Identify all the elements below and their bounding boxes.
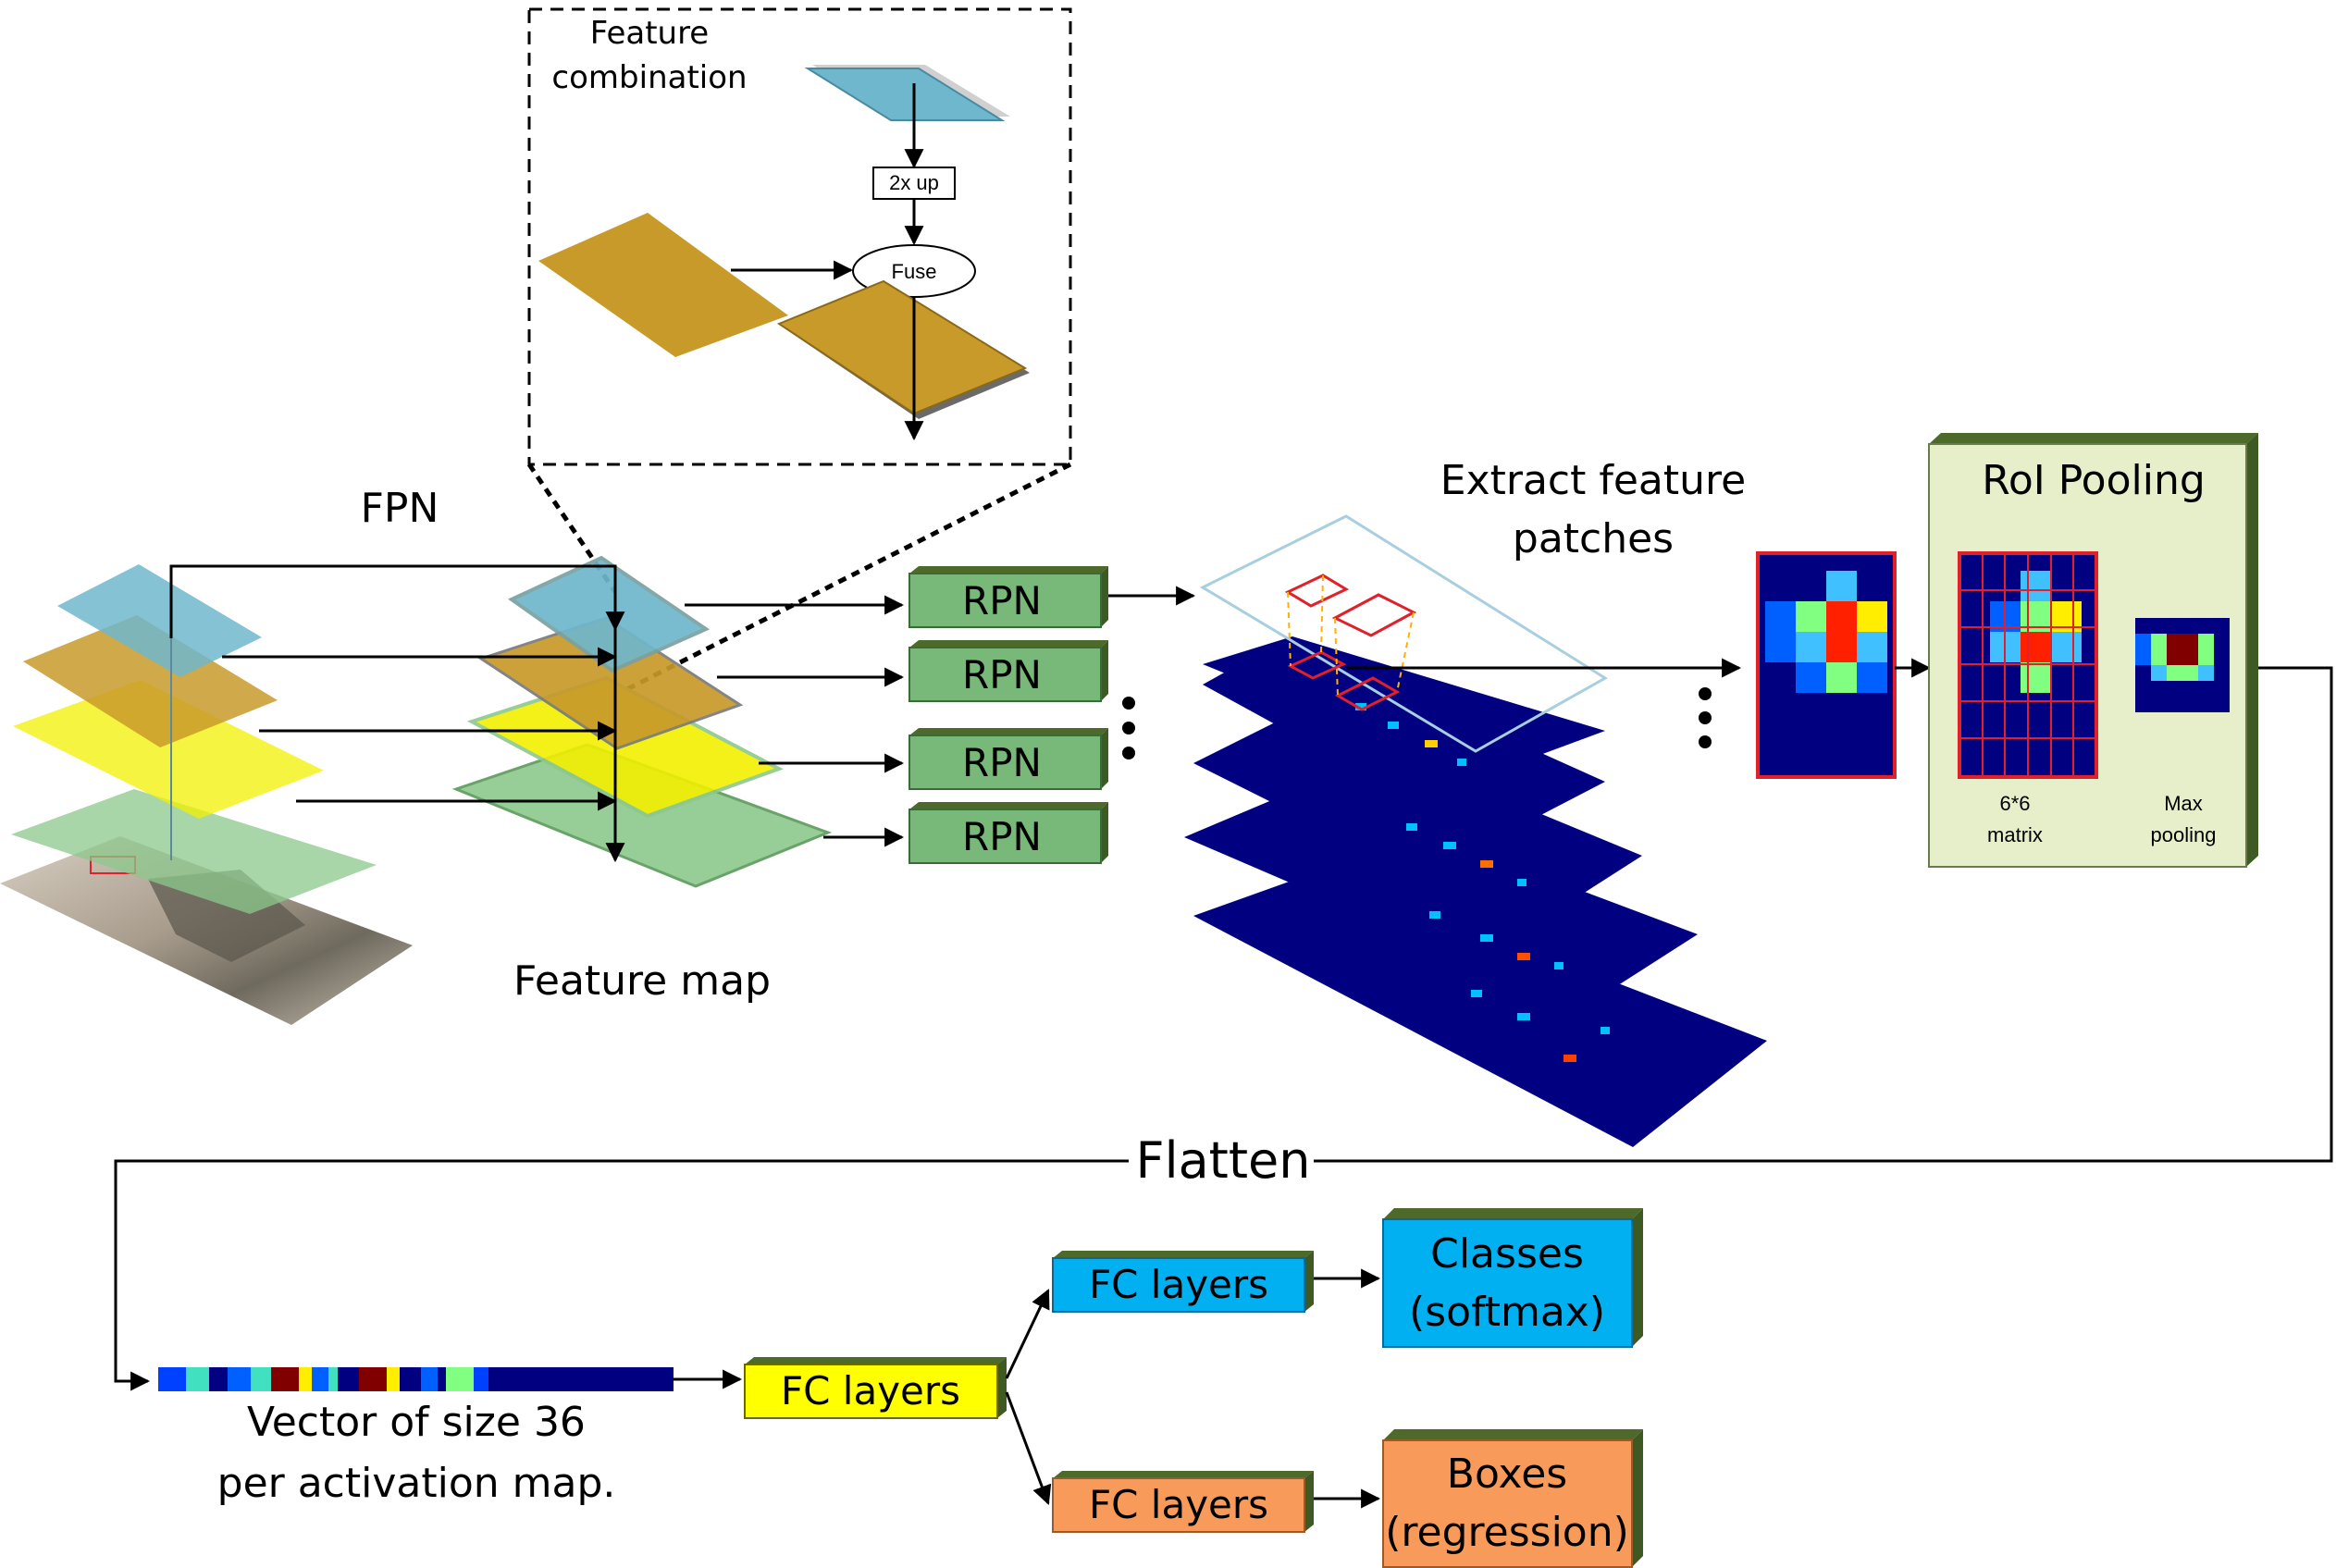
zoom-line-left <box>526 463 618 594</box>
patch-ellipsis-dot-3 <box>1699 735 1712 748</box>
fc-main-box: FC layers <box>744 1357 1007 1419</box>
activation-map-4 <box>1193 870 1767 1147</box>
patch-ellipsis-dot-2 <box>1699 711 1712 724</box>
max-pooling-grid <box>2135 618 2230 712</box>
classes-box: Classes (softmax) <box>1382 1208 1643 1348</box>
roi-pooling-block: RoI Pooling 6*6 matrix <box>1928 433 2258 868</box>
pyramid-gold-layer <box>23 615 278 747</box>
classes-label-line1: Classes <box>1430 1230 1584 1278</box>
arrow-fc-to-bottom-branch <box>1005 1391 1052 1505</box>
inset-gold-lateral-layer <box>538 213 788 357</box>
pool-label-line1: Max <box>2164 792 2203 815</box>
rpn-ellipsis-dot-1 <box>1122 697 1135 710</box>
extract-label-line1: Extract feature <box>1440 457 1746 504</box>
patch-drop-lines <box>1287 574 1415 697</box>
matrix-label-line2: matrix <box>1987 823 2043 846</box>
activation-map-2 <box>1193 712 1642 930</box>
flattened-vector <box>158 1367 674 1391</box>
feature-combination-inset: Feature combination 2x up Fuse <box>526 7 1072 695</box>
zoom-line-right <box>620 462 1072 695</box>
rpn-label-2: RPN <box>962 652 1042 698</box>
activation-maps-stack <box>1184 514 1767 1147</box>
rpn-label-3: RPN <box>962 740 1042 785</box>
roi-6x6-matrix <box>1958 551 2098 779</box>
rpn-label-1: RPN <box>962 578 1042 623</box>
inset-gold-output-layer <box>776 279 1028 415</box>
fc-main-label: FC layers <box>781 1368 960 1414</box>
rpn-ellipsis-dot-3 <box>1122 747 1135 759</box>
classes-label-line2: (softmax) <box>1409 1289 1605 1336</box>
boxes-label-line1: Boxes <box>1447 1451 1567 1498</box>
rpn-label-4: RPN <box>962 814 1042 859</box>
arrow-fc-to-top-branch <box>1005 1289 1050 1379</box>
upsample-box <box>872 167 956 200</box>
pyramid-green-layer <box>11 789 377 914</box>
boxes-label-line2: (regression) <box>1385 1509 1629 1556</box>
fc-bottom-label: FC layers <box>1089 1482 1268 1527</box>
fpn-connections <box>169 564 625 863</box>
inset-blue-layer <box>804 68 1006 121</box>
rpn-box-4: RPN <box>908 802 1108 864</box>
fpn-feature-maps <box>451 555 833 888</box>
flatten-label-bg <box>1129 1133 1314 1189</box>
activation-hotspots <box>1355 703 1610 1062</box>
input-pyramid <box>0 564 413 1025</box>
rpn-box-3: RPN <box>908 728 1108 790</box>
rpn-box-1: RPN <box>908 566 1108 628</box>
inset-dashed-border <box>527 7 1072 466</box>
upsample-label: 2x up <box>889 171 939 194</box>
feature-map-label: Feature map <box>513 957 771 1005</box>
rpn-box-2: RPN <box>908 640 1108 702</box>
inset-title-line2: combination <box>551 59 747 96</box>
boxes-box: Boxes (regression) <box>1382 1429 1643 1568</box>
fc-bottom-box: FC layers <box>1052 1471 1314 1533</box>
extract-label-line2: patches <box>1513 515 1674 562</box>
fc-top-box: FC layers <box>1052 1251 1314 1313</box>
fc-top-label: FC layers <box>1089 1262 1268 1307</box>
pyramid-yellow-layer <box>13 680 324 819</box>
patch-ellipsis-dot-1 <box>1699 687 1712 700</box>
flatten-label: Flatten <box>1136 1131 1311 1190</box>
rpn-ellipsis-dot-2 <box>1122 722 1135 735</box>
inset-title-line1: Feature <box>590 15 709 52</box>
pool-label-line2: pooling <box>2151 823 2217 846</box>
fpn-label: FPN <box>361 485 439 532</box>
fuse-label: Fuse <box>892 260 937 283</box>
pyramid-blue-layer <box>57 564 262 677</box>
activation-map-3 <box>1184 786 1698 1008</box>
matrix-label-line1: 6*6 <box>1999 792 2030 815</box>
vector-label-line1: Vector of size 36 <box>247 1399 586 1446</box>
roi-title: RoI Pooling <box>1982 457 2206 504</box>
vector-label-line2: per activation map. <box>217 1460 616 1507</box>
rpn-column: RPN RPN RPN RPN <box>685 566 1196 864</box>
cropped-patch <box>1756 551 1897 779</box>
